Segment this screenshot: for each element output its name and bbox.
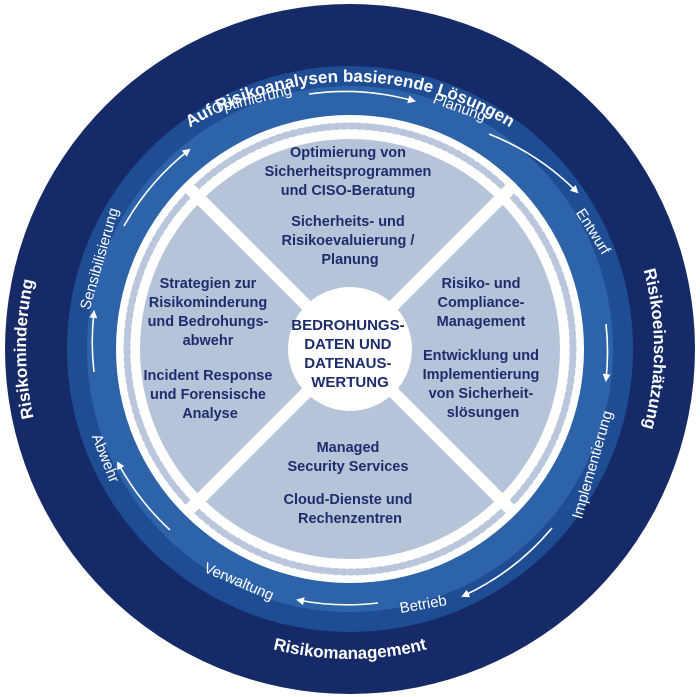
cycle-arrow <box>602 323 611 382</box>
cycle-arrow <box>308 90 416 104</box>
cycle-arrow <box>117 461 171 531</box>
cycle-arrows <box>89 90 611 606</box>
cycle-arrow <box>461 527 553 598</box>
center-circle <box>288 287 412 411</box>
quadrant-left-text: Strategien zur Risikominderung und Bedro… <box>144 276 277 422</box>
center-label: BEDROHUNGS- DATEN UND DATENAUS- WERTUNG <box>291 317 409 391</box>
quadrant-top-text: Optimierung von Sicherheitsprogrammen un… <box>265 145 436 268</box>
cycle-arrow <box>123 148 191 227</box>
dotted-ring <box>123 122 577 576</box>
cycle-arrow <box>488 133 579 194</box>
cycle-arrow <box>296 597 379 606</box>
quadrant-bottom-text: Managed Security Services Cloud-Dienste … <box>284 440 417 527</box>
quadrant-right-text: Risiko- und Compliance- Management Entwi… <box>423 276 544 421</box>
cycle-arrow <box>89 310 98 373</box>
